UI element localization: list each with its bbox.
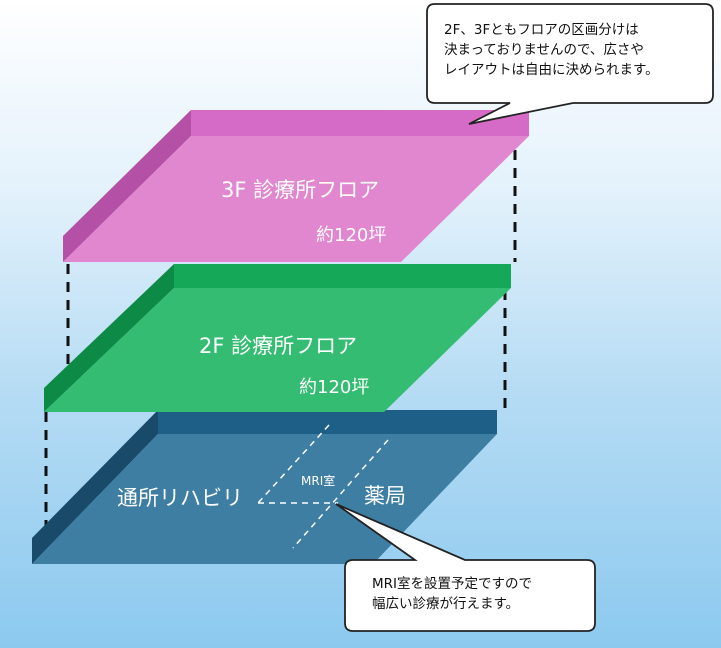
pharmacy-label: 薬局 (364, 484, 406, 508)
callout-top-line-2: 決まっておりませんので、広さや (444, 42, 644, 58)
floor-1f: 通所リハビリ MRI室 薬局 (32, 410, 497, 564)
callout-top-text: 2F、3Fともフロアの区画分けは 決まっておりませんので、広さや レイアウトは自… (444, 20, 659, 80)
floor-2f-area: 約120坪 (299, 377, 369, 398)
callout-top-line-1: 2F、3Fともフロアの区画分けは (444, 22, 639, 38)
floor-3f-name: 3F 診療所フロア (221, 178, 379, 202)
connector-lines (44, 150, 517, 536)
floor-2f-side (44, 264, 174, 412)
rehab-label: 通所リハビリ (117, 486, 243, 510)
callout-bottom-line-2: 幅広い診療が行えます。 (372, 596, 520, 612)
callout-bottom-line-1: MRI室を設置予定ですので (372, 576, 533, 592)
floor-2f-back-edge (174, 264, 511, 288)
partition-line-right (292, 439, 389, 549)
floor-3f-area: 約120坪 (316, 225, 386, 246)
floor-2f-top (44, 288, 511, 412)
floor-1f-partitions (257, 424, 389, 549)
floor-2f: 2F 診療所フロア 約120坪 (44, 264, 511, 412)
callout-top-line-3: レイアウトは自由に決められます。 (444, 62, 659, 78)
callout-bubble-top (426, 3, 714, 125)
callout-bubble-bottom (335, 503, 596, 632)
floor-3f-back-edge (191, 110, 529, 136)
callout-bottom-text: MRI室を設置予定ですので 幅広い診療が行えます。 (372, 574, 532, 614)
floor-1f-side (32, 410, 158, 564)
mri-room-label: MRI室 (301, 473, 335, 488)
floor-3f-side (63, 110, 191, 262)
floor-2f-name: 2F 診療所フロア (199, 334, 357, 358)
floor-3f: 3F 診療所フロア 約120坪 (63, 110, 529, 262)
floor-1f-back-edge (158, 410, 497, 434)
floor-3f-top (63, 136, 529, 262)
